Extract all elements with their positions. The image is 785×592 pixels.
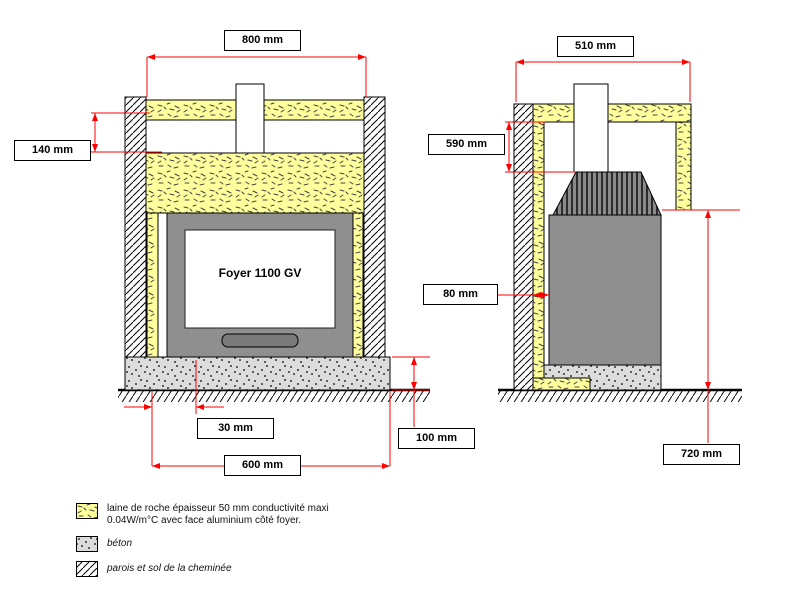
front-right-wall bbox=[363, 96, 386, 358]
dim-side-depth-label: 510 mm bbox=[557, 36, 634, 57]
dim-side-clearance-label: 80 mm bbox=[423, 284, 498, 305]
legend-item-concrete: béton bbox=[76, 536, 496, 552]
legend-rock-wool-text: laine de roche épaisseur 50 mm conductiv… bbox=[107, 503, 329, 527]
front-main-insulation bbox=[145, 152, 365, 214]
side-floor-insulation-strip bbox=[532, 377, 591, 391]
masonry-swatch bbox=[76, 561, 98, 577]
front-flue-duct bbox=[235, 83, 265, 154]
front-insert-window bbox=[184, 229, 336, 329]
legend: laine de roche épaisseur 50 mm conductiv… bbox=[76, 503, 496, 586]
side-insert-hood bbox=[552, 171, 662, 216]
legend-rock-wool-line2: 0.04W/m°C avec face aluminium côté foyer… bbox=[107, 515, 302, 526]
dim-side-height-label: 590 mm bbox=[428, 134, 505, 155]
front-left-insulation-strip bbox=[146, 212, 159, 358]
legend-rock-wool-line1: laine de roche épaisseur 50 mm conductiv… bbox=[107, 503, 329, 514]
side-wall-insulation-strip bbox=[532, 121, 545, 379]
legend-item-masonry: parois et sol de la cheminée bbox=[76, 561, 496, 577]
legend-masonry-text: parois et sol de la cheminée bbox=[107, 563, 232, 574]
side-flue-duct bbox=[573, 83, 609, 173]
dim-hearth-width-label: 600 mm bbox=[224, 455, 301, 476]
side-left-wall bbox=[513, 103, 534, 391]
legend-item-rock-wool: laine de roche épaisseur 50 mm conductiv… bbox=[76, 503, 496, 527]
dim-top-insulation-label: 140 mm bbox=[14, 140, 91, 161]
legend-concrete-text: béton bbox=[107, 538, 133, 549]
side-insert-body bbox=[548, 214, 662, 366]
front-ground-hatch bbox=[118, 390, 430, 402]
rock-wool-swatch bbox=[76, 503, 98, 519]
insert-model-label: Foyer 1100 GV bbox=[219, 266, 302, 280]
front-right-insulation-strip bbox=[351, 212, 364, 358]
dim-slab-thickness-label: 100 mm bbox=[398, 428, 475, 449]
side-top-insulation bbox=[532, 103, 692, 123]
front-concrete-slab bbox=[124, 356, 391, 391]
front-left-wall bbox=[124, 96, 147, 358]
side-view bbox=[498, 59, 742, 443]
side-right-drop-insulation bbox=[675, 121, 692, 211]
side-ground-hatch bbox=[498, 390, 742, 402]
dim-beam-height-label: 720 mm bbox=[663, 444, 740, 465]
dim-side-gap-label: 30 mm bbox=[197, 418, 274, 439]
front-view: Foyer 1100 GV bbox=[91, 54, 430, 469]
concrete-swatch bbox=[76, 536, 98, 552]
front-insert-vent bbox=[221, 333, 299, 348]
dim-front-width-label: 800 mm bbox=[224, 30, 301, 51]
